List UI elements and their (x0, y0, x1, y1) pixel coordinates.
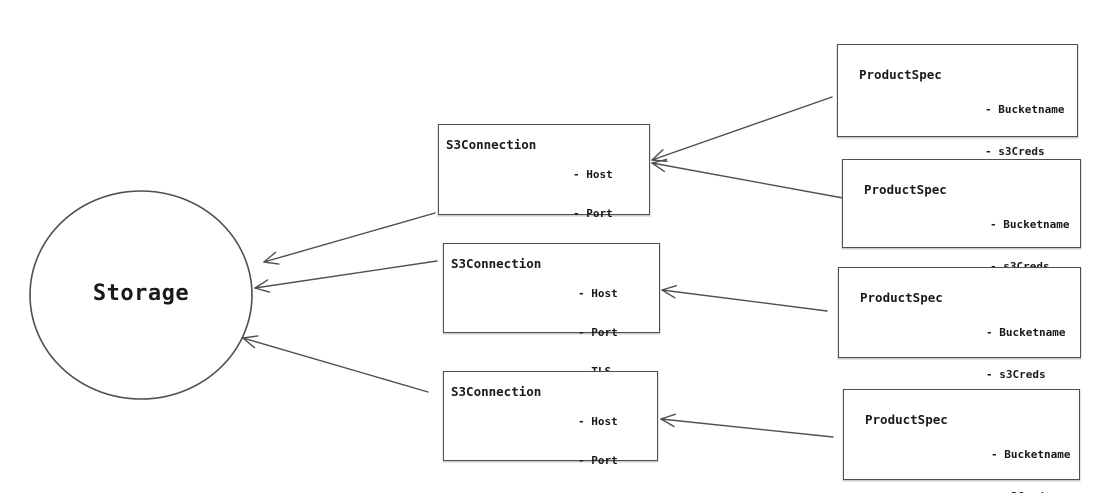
attribute: - Host (578, 287, 618, 300)
attribute: - Port (573, 207, 613, 220)
attribute-list: - Host - Port - TLS (578, 389, 618, 493)
attribute-list: - Bucketname - s3Creds (985, 75, 1064, 187)
s3-connection-box-3: S3Connection - Host - Port - TLS (443, 371, 658, 467)
attribute: - s3Creds (985, 145, 1045, 158)
attribute: - Bucketname (991, 448, 1071, 461)
arrow-product-spec-2-to-s3-connection-1 (651, 158, 844, 199)
node-title: ProductSpec (865, 412, 948, 427)
product-spec-box-2: ProductSpec - Bucketname - s3Creds (842, 159, 1081, 273)
attribute: - s3Creds (991, 490, 1070, 493)
node-title: S3Connection (446, 137, 537, 152)
attribute: - s3Creds (986, 368, 1046, 381)
attribute: - Port (578, 454, 618, 467)
product-spec-box-4: ProductSpec - Bucketname - s3Creds (843, 389, 1080, 493)
node-title: ProductSpec (864, 182, 947, 197)
node-title: ProductSpec (859, 67, 942, 82)
attribute-list: - Bucketname - s3Creds (991, 420, 1070, 493)
arrow-s3-connection-1-to-storage (263, 212, 436, 265)
s3-connection-box-1: S3Connection - Host - Port - TLS (438, 124, 650, 259)
product-spec-box-1: ProductSpec - Bucketname - s3Creds (837, 44, 1078, 158)
product-spec-box-3: ProductSpec - Bucketname - s3Creds (838, 267, 1081, 381)
arrow-s3-connection-3-to-storage (242, 335, 429, 393)
node-title: S3Connection (451, 256, 542, 271)
s3-connection-box-2: S3Connection - Host - Port - TLS (443, 243, 660, 378)
arrow-product-spec-1-to-s3-connection-1 (651, 96, 833, 162)
arrow-product-spec-4-to-s3-connection-3 (660, 413, 834, 438)
attribute: - Port (578, 326, 618, 339)
attribute: - Bucketname (986, 326, 1066, 339)
attribute: - Bucketname (990, 218, 1070, 231)
attribute: - Bucketname (985, 103, 1065, 116)
attribute-list: - Bucketname - s3Creds (986, 298, 1065, 410)
attribute: - Host (573, 168, 613, 181)
storage-node-label: Storage (92, 281, 190, 306)
attribute: - Host (578, 415, 618, 428)
arrow-s3-connection-2-to-storage (254, 260, 438, 293)
node-title: ProductSpec (860, 290, 943, 305)
node-title: S3Connection (451, 384, 542, 399)
arrow-product-spec-3-to-s3-connection-2 (661, 284, 828, 312)
